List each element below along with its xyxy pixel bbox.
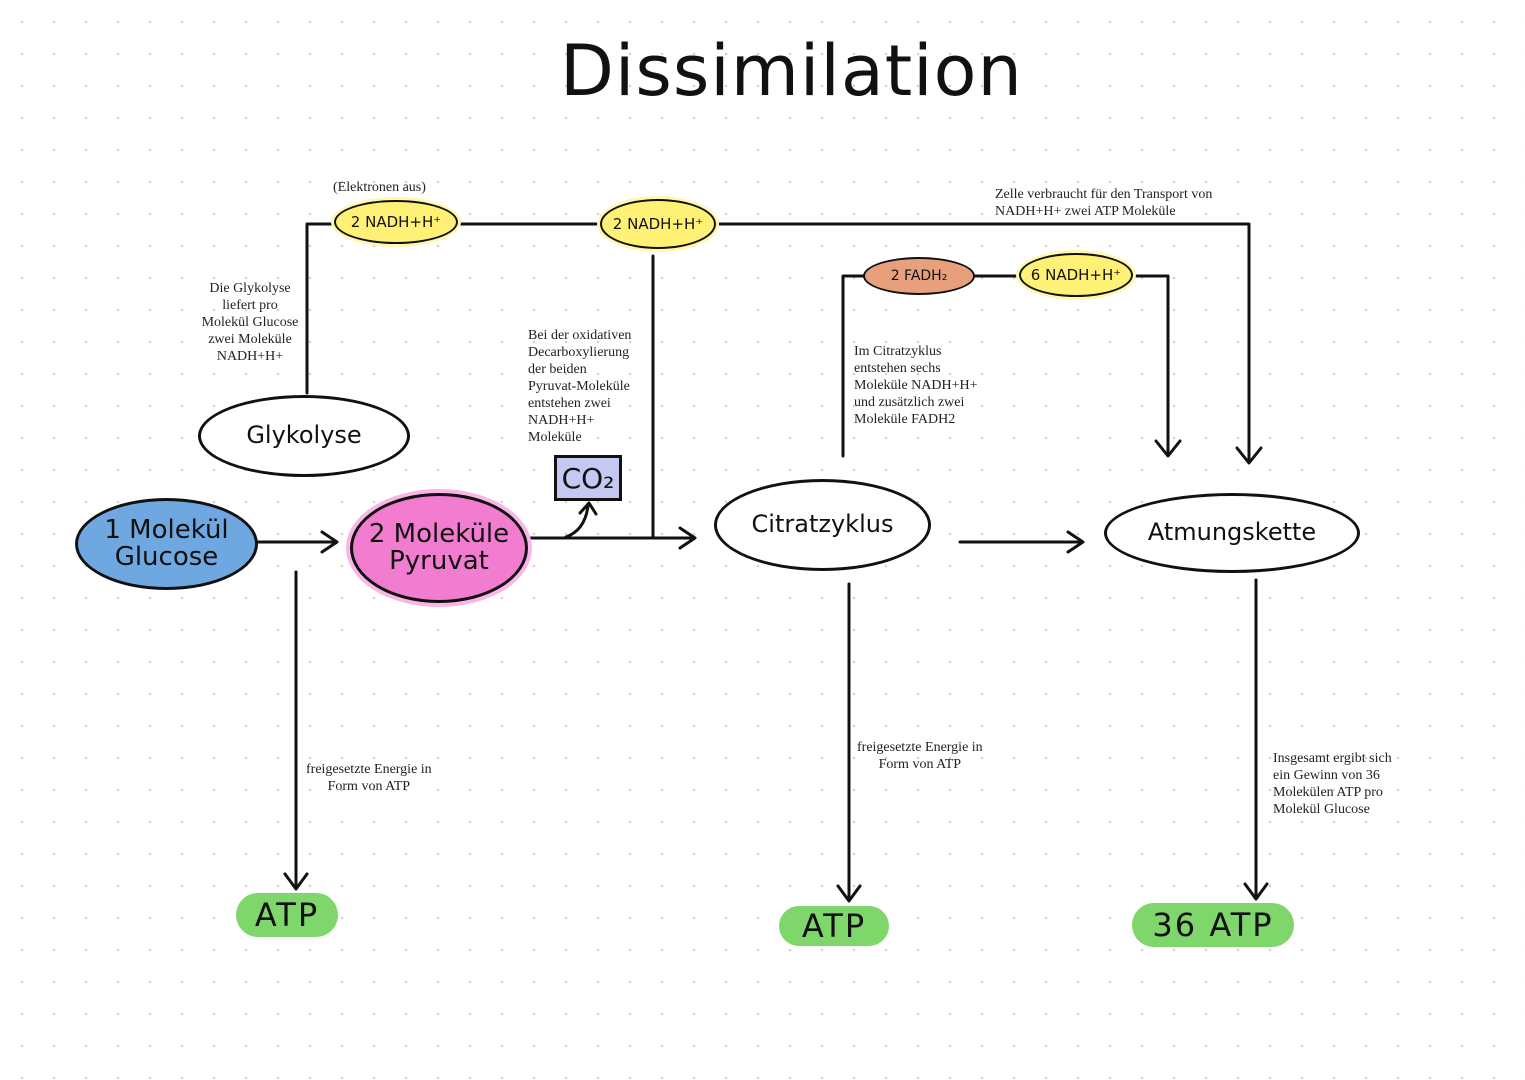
co2-box: CO₂ <box>554 455 622 501</box>
glucose-node: 1 Molekül Glucose <box>75 498 258 590</box>
nadh-glykolyse-label: 2 NADH+H⁺ <box>350 213 442 231</box>
note-glykolyse: Die Glykolyse liefert pro Molekül Glucos… <box>201 281 299 364</box>
note-energie-citrat: freigesetzte Energie in Form von ATP <box>857 740 983 772</box>
atp-glykolyse: ATP <box>236 893 338 937</box>
glykolyse-label: Glykolyse <box>246 421 362 450</box>
atp-glykolyse-label: ATP <box>254 896 320 934</box>
nadh-citrat-pill: 6 NADH+H⁺ <box>1019 253 1133 297</box>
diagram-title: Dissimilation <box>560 30 1023 112</box>
note-gesamt: Insgesamt ergibt sich ein Gewinn von 36 … <box>1273 751 1392 817</box>
atp-atmungskette: 36 ATP <box>1132 903 1294 947</box>
citrat-carrier-line <box>841 274 1170 458</box>
pyruvat-node: 2 Moleküle Pyruvat <box>350 493 528 603</box>
co2-release-arrow <box>564 504 590 539</box>
arrowhead-citrat-atmung <box>1066 530 1085 554</box>
nadh-decarb-pill: 2 NADH+H⁺ <box>600 199 716 249</box>
nadh-line-top <box>305 222 1251 464</box>
atp-citrat-label: ATP <box>801 907 867 945</box>
arrowhead-co2 <box>578 501 598 516</box>
note-energie-glykolyse: freigesetzte Energie in Form von ATP <box>306 762 432 794</box>
glykolyse-node: Glykolyse <box>198 395 410 477</box>
nadh-glykolyse-pill: 2 NADH+H⁺ <box>334 200 458 244</box>
arrowhead-atmung-right <box>1235 446 1263 465</box>
note-citratzyklus: Im Citratzyklus entstehen sechs Moleküle… <box>854 344 978 427</box>
arrowhead-atp-citrat <box>836 884 862 903</box>
fadh-label: 2 FADH₂ <box>890 268 948 284</box>
pyruvat-label: 2 Moleküle Pyruvat <box>368 518 510 576</box>
arrowhead-glucose-pyruvat <box>320 530 339 554</box>
atmungskette-node: Atmungskette <box>1104 493 1360 573</box>
citratzyklus-label: Citratzyklus <box>751 510 894 539</box>
nadh-decarb-label: 2 NADH+H⁺ <box>612 215 704 233</box>
note-transport: Zelle verbraucht für den Transport von N… <box>995 187 1213 219</box>
atp-atmungskette-label: 36 ATP <box>1152 906 1274 944</box>
fadh-pill: 2 FADH₂ <box>863 257 975 295</box>
co2-label: CO₂ <box>561 461 615 495</box>
citratzyklus-node: Citratzyklus <box>714 479 931 571</box>
note-decarboxylierung: Bei der oxidativen Decarboxylierung der … <box>528 328 632 445</box>
nadh-citrat-label: 6 NADH+H⁺ <box>1030 266 1122 284</box>
atp-citrat: ATP <box>779 906 889 946</box>
arrowhead-atp-glykolyse <box>283 872 309 891</box>
note-elektronen: (Elektronen aus) <box>333 180 426 195</box>
atmungskette-label: Atmungskette <box>1147 518 1317 547</box>
arrowhead-atp-atmung <box>1243 882 1269 901</box>
arrowhead-atmung-left <box>1154 439 1182 458</box>
glucose-label: 1 Molekül Glucose <box>104 514 229 572</box>
arrowhead-pyruvat-citrat <box>678 526 697 550</box>
